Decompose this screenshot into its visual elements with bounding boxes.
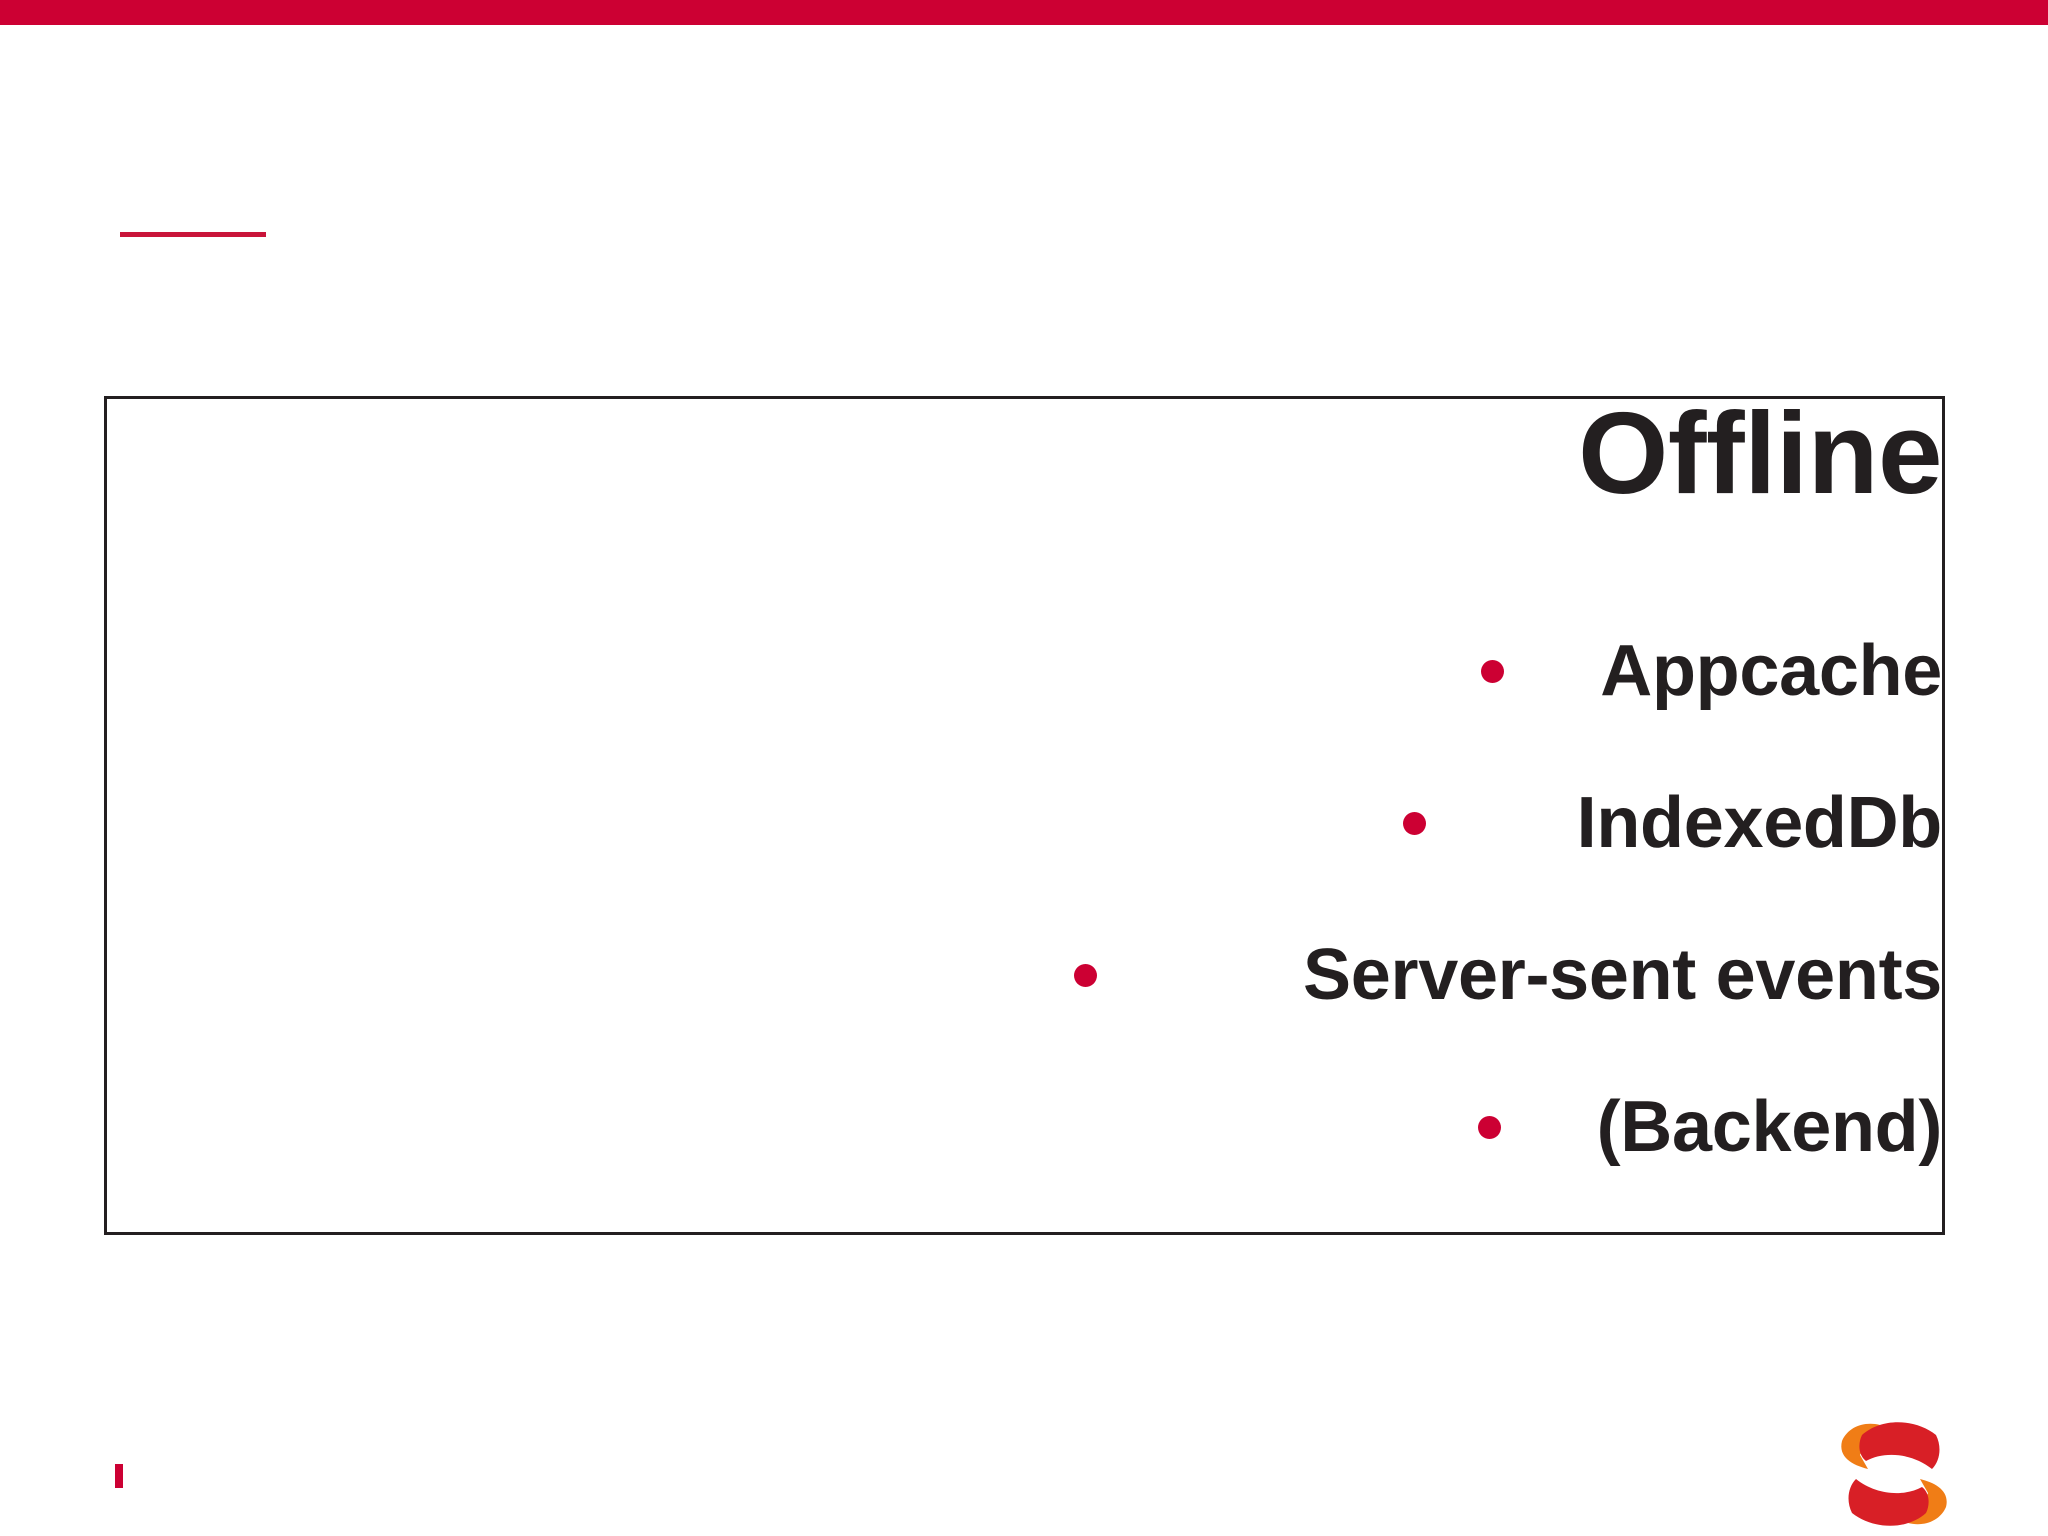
page-number-marker (115, 1464, 123, 1488)
brand-s-logo-icon (1838, 1413, 1950, 1536)
top-brand-bar (0, 0, 2048, 25)
list-item: Server-sent events (107, 899, 1942, 1051)
bullet-dot-icon (1402, 811, 1426, 835)
list-item-label: (Backend) (1596, 1087, 1942, 1167)
content-frame: Offline Appcache IndexedDb Server-sent e… (104, 396, 1945, 1235)
list-item-label: IndexedDb (1576, 783, 1942, 863)
header-accent-rule (120, 232, 266, 237)
bullet-dot-icon (1074, 963, 1098, 987)
list-item: IndexedDb (107, 747, 1942, 899)
page-title: Offline (1578, 396, 1942, 518)
bullet-dot-icon (1481, 659, 1505, 683)
list-item: (Backend) (107, 1051, 1942, 1203)
list-item-label: Appcache (1600, 631, 1942, 711)
bullet-list: Appcache IndexedDb Server-sent events (B… (107, 595, 1942, 1203)
bullet-dot-icon (1477, 1115, 1501, 1139)
list-item: Appcache (107, 595, 1942, 747)
list-item-label: Server-sent events (1303, 935, 1942, 1015)
